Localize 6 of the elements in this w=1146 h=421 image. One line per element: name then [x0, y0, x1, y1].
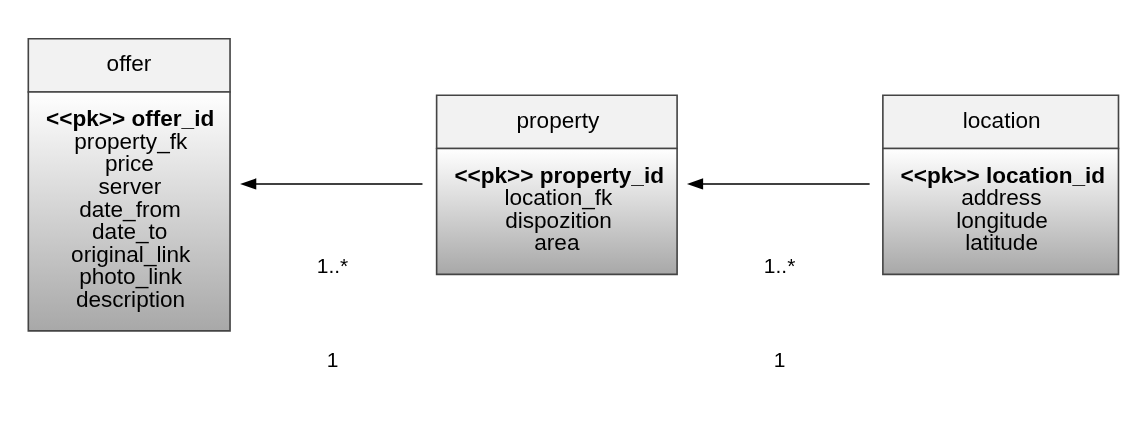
label: 1 — [326, 347, 339, 371]
label: 1..* — [763, 253, 796, 277]
arrow — [686, 177, 871, 190]
label: 1..* — [316, 253, 349, 277]
label: 1 — [773, 347, 786, 371]
arrow — [240, 177, 424, 190]
